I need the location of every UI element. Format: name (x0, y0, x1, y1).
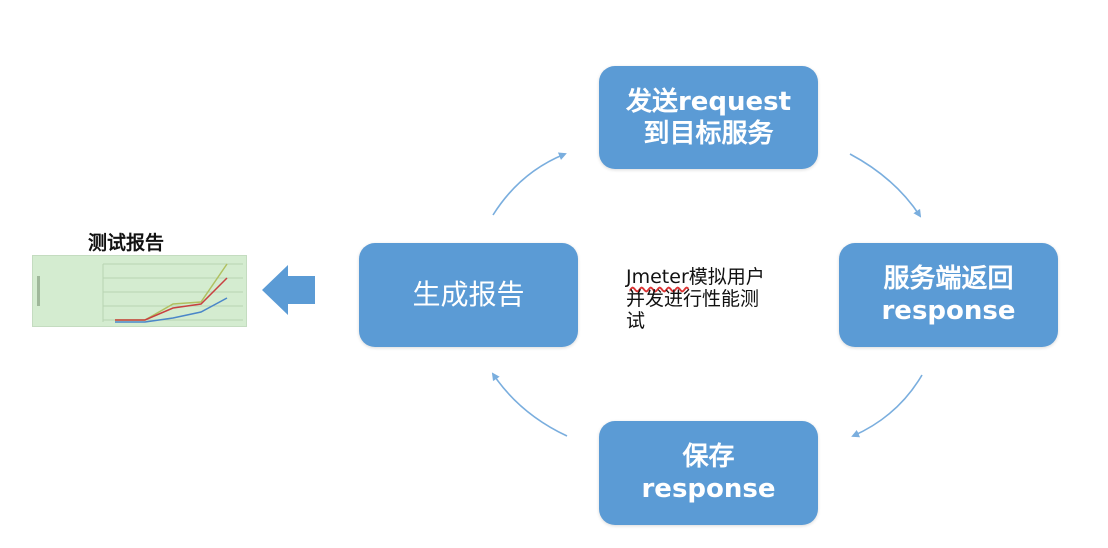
generate-report-label: 生成报告 (412, 278, 525, 311)
arrow-send-to-response (849, 153, 922, 218)
report-thumbnail-chart (37, 263, 243, 323)
server-response-node: 服务端返回 response (839, 243, 1058, 347)
send-request-node: 发送request 到目标服务 (599, 66, 818, 169)
arrow-response-to-save (851, 374, 923, 438)
server-response-label-line1: 服务端返回 (883, 264, 1014, 294)
server-response-label-line2: response (881, 296, 1016, 326)
report-thumbnail (32, 255, 247, 327)
send-request-label-line1: 发送request (625, 86, 792, 117)
save-response-label-line2: response (641, 474, 776, 504)
jmeter-text: Jmeter (626, 266, 689, 288)
arrow-save-to-generate (491, 372, 568, 437)
arrow-left-to-report (262, 265, 315, 315)
report-title: 测试报告 (88, 232, 165, 254)
center-description-line3: 试 (626, 310, 646, 332)
center-description-line1-rest: 模拟用户 (688, 266, 765, 288)
center-description-line2: 并发进行性能测 (626, 288, 760, 310)
thumb-ylabel-mark (37, 276, 40, 306)
save-response-label-line1: 保存 (682, 442, 735, 472)
generate-report-node: 生成报告 (359, 243, 578, 347)
thumb-series-3 (115, 297, 228, 323)
center-description-line1: Jmeter模拟用户 (626, 266, 822, 288)
center-description: Jmeter模拟用户 并发进行性能测 试 (626, 266, 822, 332)
save-response-node: 保存 response (599, 421, 818, 525)
arrow-generate-to-send (492, 152, 567, 216)
thumb-series-2 (115, 277, 228, 321)
send-request-label-line2: 到目标服务 (643, 118, 774, 149)
